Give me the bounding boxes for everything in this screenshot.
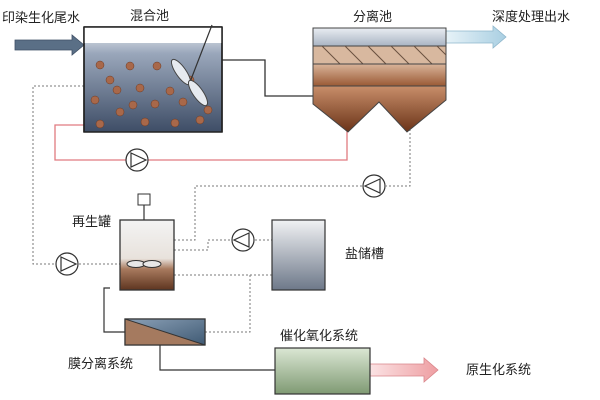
- brine-tank: [271, 219, 326, 291]
- mixer-blade-lower: [187, 79, 209, 107]
- influent-arrow: [14, 34, 85, 56]
- separation-hatch: [321, 45, 447, 65]
- label-mixing-tank: 混合池: [130, 9, 169, 24]
- regen-blade-right: [142, 260, 162, 268]
- pump-separation: [362, 174, 386, 198]
- particles: [90, 60, 213, 129]
- pipe-sep-to-pump: [386, 125, 411, 187]
- pipe-regen-to-pump-mid: [174, 239, 231, 251]
- pipe-membrane-to-cat: [159, 345, 275, 371]
- pump-recycle: [125, 148, 149, 172]
- regen-blade-left: [126, 260, 146, 268]
- mixer-shaft: [189, 24, 213, 83]
- membrane-unit: [124, 318, 206, 346]
- biochem-arrow: [369, 357, 439, 383]
- pipe-pump-to-regen: [174, 185, 362, 241]
- separation-tank: [312, 27, 447, 133]
- catalytic-unit: [274, 347, 371, 395]
- label-catalytic-oxidation: 催化氧化系统: [280, 329, 358, 344]
- label-regeneration-tank: 再生罐: [72, 215, 111, 230]
- pump-brine: [231, 228, 255, 252]
- regeneration-tank: [119, 193, 175, 291]
- label-separation-tank: 分离池: [353, 9, 392, 25]
- label-brine-tank: 盐储槽: [345, 247, 384, 262]
- pump-left: [55, 252, 79, 276]
- pipe-mix-loop-left: [32, 85, 84, 265]
- label-biochem-system: 原生化系统: [466, 363, 531, 378]
- label-deep-treatment: 深度处理出水: [492, 9, 570, 25]
- pipe-membrane-to-brine: [205, 275, 251, 333]
- pipe-mix-to-sep: [208, 59, 313, 97]
- outflow-arrow: [444, 25, 507, 49]
- pipe-red-recycle: [54, 124, 348, 161]
- regen-motor: [137, 193, 151, 206]
- label-influent: 印染生化尾水: [2, 11, 80, 26]
- pipe-regen-to-membrane: [103, 287, 125, 333]
- label-membrane-system: 膜分离系统: [68, 356, 133, 372]
- mixing-tank: [83, 24, 223, 133]
